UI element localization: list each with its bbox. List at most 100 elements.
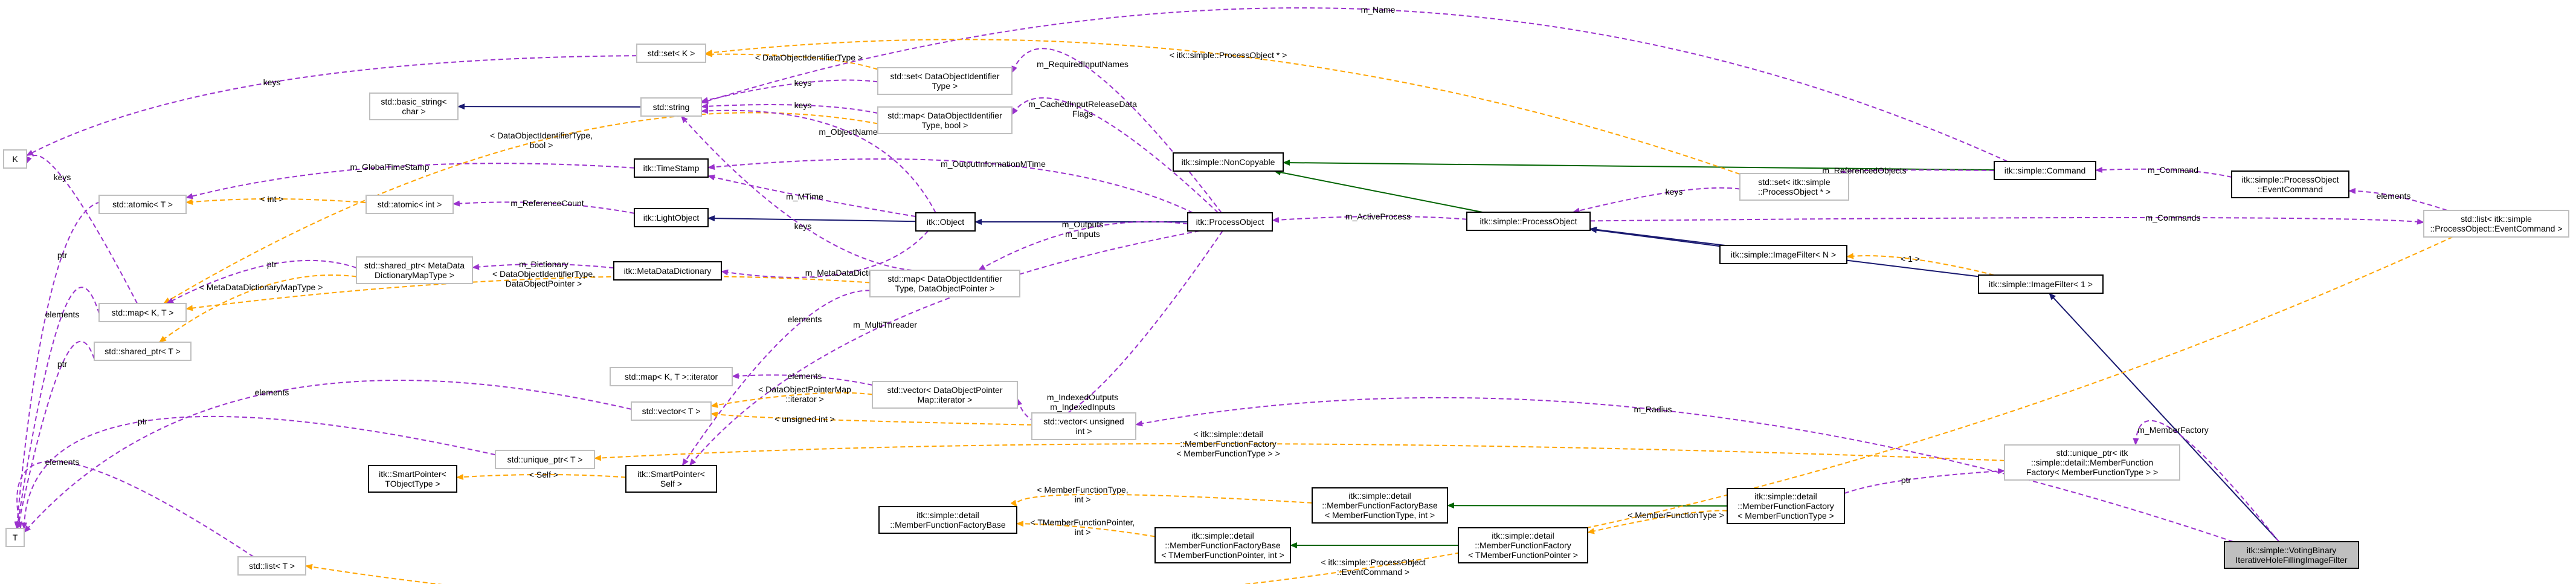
edge-one: [1846, 253, 1995, 276]
edge-label-elements_map: elements: [45, 310, 80, 319]
node-box: [1466, 212, 1591, 231]
class-node-itk-po[interactable]: itk::ProcessObject: [1187, 212, 1273, 232]
node-label-line: itk::simple::detail: [1492, 531, 1554, 540]
node-label: itk::simple::Command: [2004, 166, 2086, 175]
edge-elements_iter: [732, 372, 873, 386]
node-label-line: std::shared_ptr< MetaData: [364, 261, 465, 270]
class-node-vector-T[interactable]: std::vector< T >: [631, 401, 712, 421]
node-box: [5, 528, 25, 547]
inherit-edge-n_command-n_noncopyable: [1283, 160, 1995, 171]
edge-label-m_required: m_RequiredInputNames: [1037, 59, 1129, 69]
class-node-noncopyable[interactable]: itk::simple::NonCopyable: [1173, 152, 1284, 172]
class-node-mffb[interactable]: itk::simple::detail::MemberFunctionFacto…: [878, 506, 1017, 534]
node-label-line: std::map< DataObjectIdentifier: [887, 274, 1002, 284]
edge-elements_list: [2348, 187, 2448, 211]
class-node-K[interactable]: K: [3, 149, 27, 169]
class-node-map-KT[interactable]: std::map< K, T >: [98, 303, 187, 322]
node-label: std::set< itk::simple::ProcessObject * >: [1758, 177, 1831, 196]
class-node-unique-mff[interactable]: std::unique_ptr< itk::simple::detail::Me…: [2004, 444, 2180, 481]
class-node-lightobject[interactable]: itk::LightObject: [634, 208, 709, 227]
edge-label-line: m_Outputs: [1062, 219, 1103, 229]
class-node-metadict[interactable]: itk::MetaDataDictionary: [613, 261, 722, 281]
inherit-edge-n_imagefilterN-n_processobject: [1589, 227, 1721, 247]
node-box: [634, 208, 709, 227]
node-label-line: itk::ProcessObject: [1196, 217, 1264, 227]
class-node-mff-ptr[interactable]: itk::simple::detail::MemberFunctionFacto…: [1458, 527, 1588, 563]
node-box: [1719, 245, 1847, 264]
node-label-line: std::vector< unsigned: [1043, 417, 1124, 426]
node-label-line: int >: [1076, 426, 1092, 436]
class-node-unique-T[interactable]: std::unique_ptr< T >: [495, 450, 595, 469]
class-node-command[interactable]: itk::simple::Command: [1994, 161, 2096, 180]
edge-m_radius: [1135, 397, 2233, 542]
edge-label-line: keys: [1666, 187, 1683, 196]
class-node-imagefilterN[interactable]: itk::simple::ImageFilter< N >: [1719, 245, 1847, 264]
class-node-shared-T[interactable]: std::shared_ptr< T >: [94, 342, 192, 361]
edge-label-keys_mapbool: keys: [794, 100, 812, 110]
class-node-basic-string[interactable]: std::basic_string<char >: [369, 92, 459, 120]
node-box: [368, 465, 457, 493]
class-node-set-po[interactable]: std::set< itk::simple::ProcessObject * >: [1739, 173, 1849, 201]
edge-label-keys_K: keys: [54, 172, 71, 182]
edge-m_refobjects: [1840, 169, 1995, 177]
node-label: T: [13, 533, 18, 542]
node-label-line: itk::simple::NonCopyable: [1182, 157, 1275, 167]
class-node-list-ec[interactable]: std::list< itk::simple::ProcessObject::E…: [2423, 210, 2569, 238]
edge-doi_type: [705, 51, 878, 70]
edge-label-line: bool >: [530, 140, 553, 150]
node-label-line: itk::simple::detail: [1348, 491, 1411, 501]
edge-ptr_shared_meta: [166, 259, 357, 304]
class-node-list-T[interactable]: std::list< T >: [237, 556, 306, 576]
class-node-mff[interactable]: itk::simple::detail::MemberFunctionFacto…: [1727, 488, 1845, 524]
node-label-line: itk::simple::detail: [916, 510, 979, 520]
class-node-string[interactable]: std::string: [640, 97, 702, 117]
class-node-itk-object[interactable]: itk::Object: [915, 212, 976, 232]
node-box: [2224, 541, 2359, 569]
class-node-mffb-int[interactable]: itk::simple::detail::MemberFunctionFacto…: [1312, 487, 1448, 524]
class-node-set-K[interactable]: std::set< K >: [636, 44, 706, 63]
node-box: [2423, 210, 2569, 238]
class-node-atomic-int[interactable]: std::atomic< int >: [365, 195, 454, 214]
edge-label-line: < Self >: [529, 470, 558, 479]
node-label-line: std::unique_ptr< itk: [2056, 448, 2129, 458]
edge-label-m_activeprocess: m_ActiveProcess: [1345, 212, 1411, 221]
class-node-processobject[interactable]: itk::simple::ProcessObject: [1466, 212, 1591, 231]
class-node-atomic-T[interactable]: std::atomic< T >: [98, 195, 187, 214]
edge-label-line: < MemberFunctionType > >: [1176, 449, 1280, 458]
edge-uint: [710, 412, 1032, 426]
node-box: [634, 158, 709, 178]
edge-label-ptr_shared_meta: ptr: [267, 259, 277, 269]
class-node-eventcommand[interactable]: itk::simple::ProcessObject::EventCommand: [2231, 170, 2349, 198]
class-node-smartptr-self[interactable]: itk::SmartPointer<Self >: [625, 465, 717, 493]
edge-label-line: DataObjectPointer >: [506, 279, 582, 288]
class-node-imagefilter1[interactable]: itk::simple::ImageFilter< 1 >: [1978, 274, 2104, 294]
node-box: [631, 401, 712, 421]
edge-label-line: m_ReferenceCount: [510, 198, 584, 208]
edge-label-line: ptr: [57, 359, 68, 369]
inherit-edge-n_voting-n_imagefilter1: [2049, 293, 2280, 542]
class-node-map-iter[interactable]: std::map< K, T >::iterator: [610, 367, 733, 386]
class-node-mffb-ptr[interactable]: itk::simple::detail::MemberFunctionFacto…: [1154, 527, 1291, 563]
edge-label-metamap: < MetaDataDictionaryMapType >: [199, 282, 323, 292]
node-box: [915, 212, 976, 232]
node-box: [1994, 161, 2096, 180]
edge-m_required: [1011, 48, 1222, 213]
edge-m_multithreader: [689, 230, 1200, 466]
edge-label-line: ptr: [267, 259, 277, 269]
edge-label-line: m_MultiThreader: [853, 320, 917, 329]
node-label: std::unique_ptr< T >: [507, 455, 583, 464]
class-node-timestamp[interactable]: itk::TimeStamp: [634, 158, 709, 178]
node-label: std::atomic< int >: [378, 200, 442, 209]
node-label-line: std::set< DataObjectIdentifier: [890, 71, 1000, 81]
edge-label-m_radius: m_Radius: [1634, 404, 1672, 414]
edge-label-line: int >: [1075, 495, 1091, 504]
class-node-smartptr-T[interactable]: itk::SmartPointer<TObjectType >: [368, 465, 457, 493]
class-node-T[interactable]: T: [5, 528, 25, 547]
